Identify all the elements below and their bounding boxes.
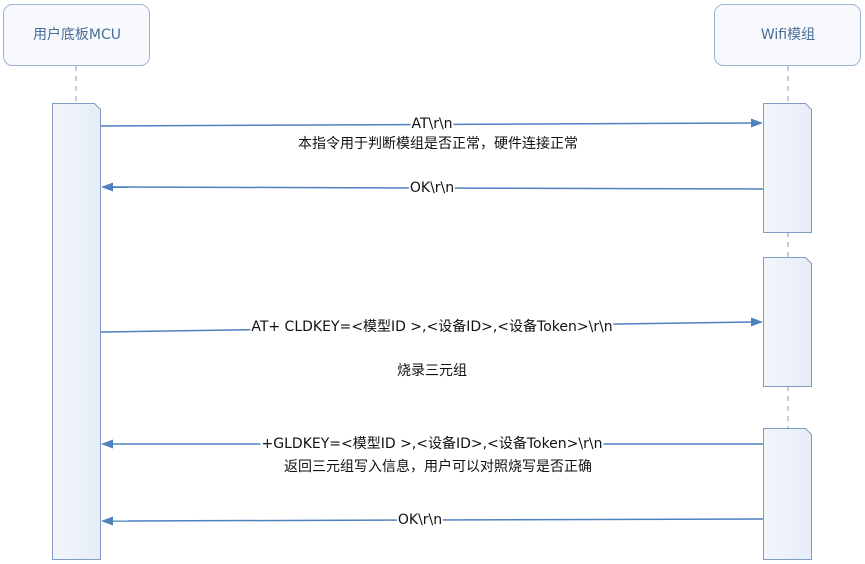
message-label-at: AT\r\n (410, 116, 454, 132)
activation-wifi-3 (763, 428, 812, 560)
message-label-gldkey: +GLDKEY=<模型ID >,<设备ID>,<设备Token>\r\n (260, 436, 604, 452)
note-gldkey: 返回三元组写入信息，用户可以对照烧写是否正确 (284, 459, 592, 475)
message-label-cldkey: AT+ CLDKEY=<模型ID >,<设备ID>,<设备Token>\r\n (250, 319, 614, 335)
message-label-ok-1: OK\r\n (408, 180, 456, 196)
actor-box-wifi (714, 4, 861, 66)
actor-box-mcu (3, 4, 150, 66)
activation-mcu (52, 103, 101, 560)
activation-wifi-2 (763, 257, 812, 387)
actor-label-mcu: 用户底板MCU (32, 27, 122, 43)
message-label-ok-2: OK\r\n (396, 512, 444, 528)
note-cldkey: 烧录三元组 (397, 363, 467, 379)
note-at: 本指令用于判断模组是否正常，硬件连接正常 (298, 136, 578, 152)
activation-wifi-1 (763, 103, 812, 233)
actor-label-wifi: Wifi模组 (760, 27, 816, 43)
